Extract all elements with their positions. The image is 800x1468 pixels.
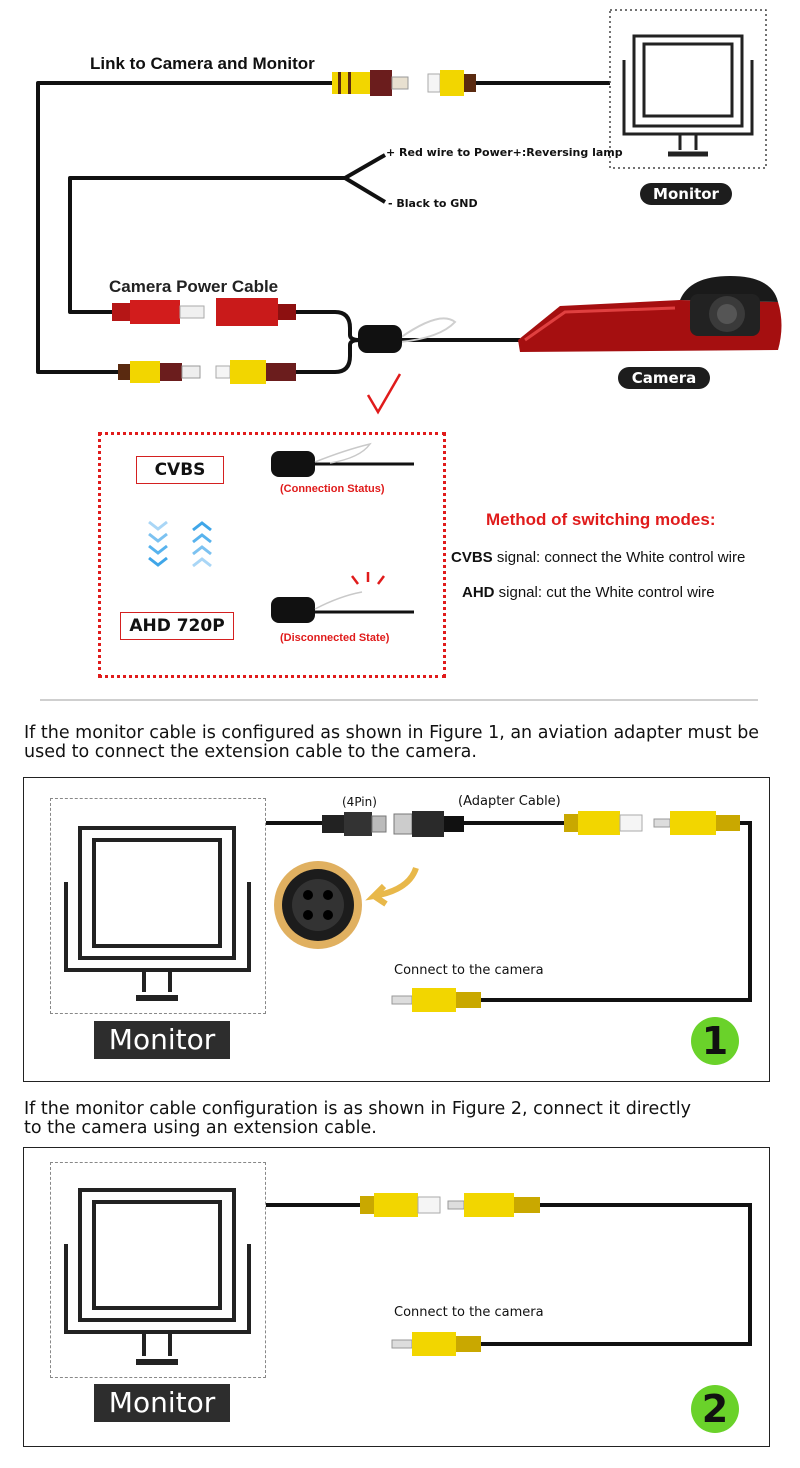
connect-camera-label: Connect to the camera <box>394 1305 544 1320</box>
power-connector-icon <box>112 300 205 324</box>
rca-connector-icon <box>447 1193 540 1217</box>
connection-status-label: (Connection Status) <box>280 483 385 495</box>
figure2-caption-line1: If the monitor cable configuration is as… <box>24 1099 691 1119</box>
figure2-monitor-label: Monitor <box>94 1384 230 1422</box>
mode-switch-graphics <box>148 442 414 623</box>
figure1-monitor-box <box>50 798 266 1014</box>
mode-dotted-frame <box>98 432 446 678</box>
figure1-monitor-label: Monitor <box>94 1021 230 1059</box>
cvbs-instruction: CVBS signal: connect the White control w… <box>451 549 745 566</box>
aviation-connector-icon <box>322 812 387 836</box>
top-wiring-lines <box>36 9 782 415</box>
figure2-number-badge: 2 <box>691 1385 739 1433</box>
rca-connector-icon <box>564 811 643 835</box>
figure2-caption-line2: to the camera using an extension cable. <box>24 1118 377 1138</box>
rca-connector-icon <box>391 1332 481 1356</box>
figure2-graphics <box>64 1188 752 1365</box>
figure1-caption-line1: If the monitor cable is configured as sh… <box>24 723 760 743</box>
camera-icon <box>518 276 782 352</box>
monitor-label: Monitor <box>640 183 732 205</box>
figure1-graphics <box>64 811 752 1012</box>
figure2-monitor-box <box>50 1162 266 1378</box>
camera-power-cable-label: Camera Power Cable <box>109 277 279 296</box>
adapter-cable-label: (Adapter Cable) <box>458 794 561 809</box>
chevron-up-icon <box>192 521 212 568</box>
rca-connector-icon <box>118 361 201 383</box>
figure1-frame: (4Pin) (Adapter Cable) Connect to the ca… <box>23 777 770 1082</box>
method-title: Method of switching modes: <box>486 510 716 529</box>
rca-connector-icon <box>427 70 476 96</box>
checkmark-icon <box>366 373 402 415</box>
pointer-arrow-icon <box>365 866 419 907</box>
rca-connector-icon <box>391 988 481 1012</box>
monitor-icon <box>622 34 754 157</box>
power-minus-label: - Black to GND <box>388 197 478 210</box>
rca-connector-icon <box>360 1193 441 1217</box>
ahd-text: signal: cut the White control wire <box>494 584 715 601</box>
figure1-caption-line2: used to connect the extension cable to t… <box>24 742 477 762</box>
pin-label: (4Pin) <box>342 795 377 809</box>
section-divider <box>40 699 758 701</box>
rca-connector-icon <box>332 70 409 96</box>
cut-mark-icon <box>351 572 385 585</box>
rca-connector-icon <box>215 360 296 384</box>
connector-closeup-icon <box>274 861 362 949</box>
connect-camera-label: Connect to the camera <box>394 963 544 978</box>
figure2-frame: Connect to the camera Monitor 2 <box>23 1147 770 1447</box>
monitor-icon <box>64 826 251 1001</box>
rca-connector-icon <box>653 811 740 835</box>
camera-label: Camera <box>618 367 710 389</box>
chevron-down-icon <box>148 520 168 567</box>
ahd-mode-label: AHD 720P <box>120 612 234 640</box>
cvbs-text: signal: connect the White control wire <box>492 549 746 566</box>
disconnected-state-label: (Disconnected State) <box>280 632 390 644</box>
cvbs-key: CVBS <box>451 549 493 566</box>
power-connector-icon <box>216 298 296 326</box>
figure1-number-badge: 1 <box>691 1017 739 1065</box>
aviation-adapter-icon <box>393 811 464 837</box>
ahd-instruction: AHD signal: cut the White control wire <box>462 584 715 601</box>
cvbs-mode-label: CVBS <box>136 456 224 484</box>
power-plus-label: + Red wire to Power+:Reversing lamp <box>386 146 623 159</box>
monitor-icon <box>64 1188 251 1365</box>
link-label: Link to Camera and Monitor <box>90 54 315 73</box>
ahd-key: AHD <box>462 584 495 601</box>
